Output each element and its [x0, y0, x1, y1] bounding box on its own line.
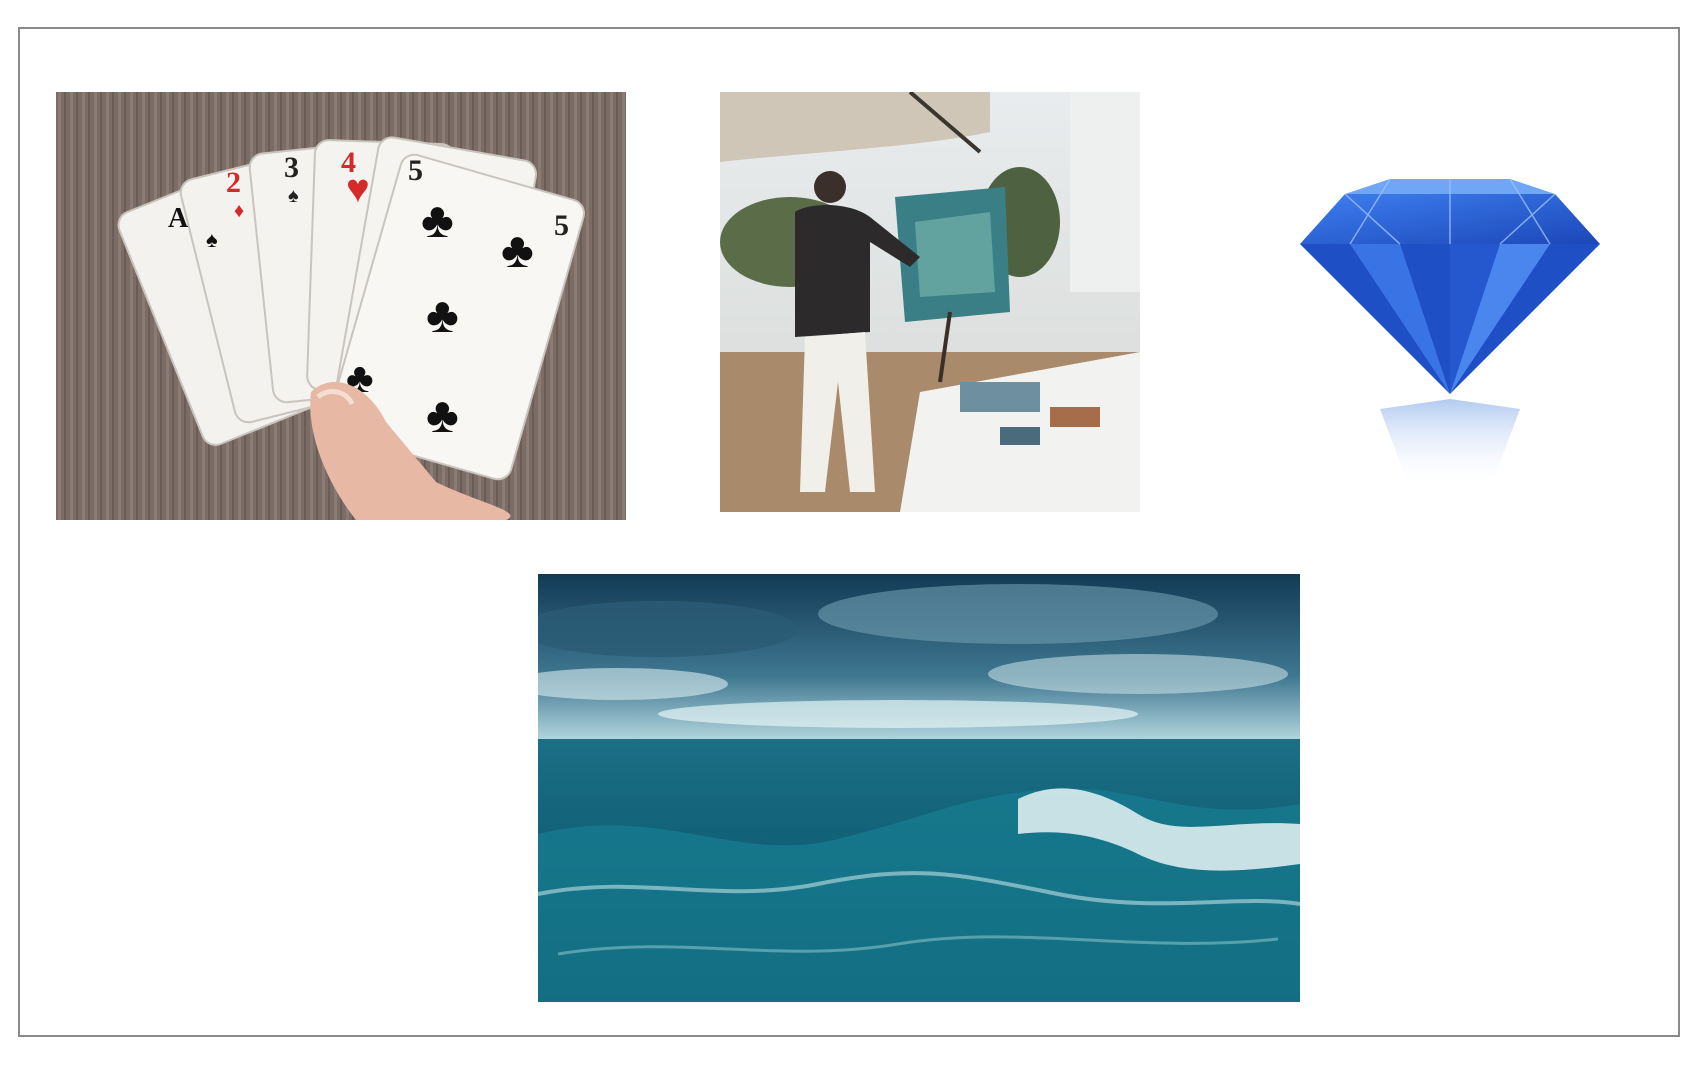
svg-text:♣: ♣	[426, 287, 459, 343]
svg-text:♣: ♣	[501, 222, 534, 278]
painter-photo	[720, 92, 1140, 512]
card-index-four: 4	[341, 146, 356, 179]
playing-cards-photo: A 2 3 4 5 5 ♠ ♦ ♠ ♥ ♣ ♣ ♣ ♣ ♣	[56, 92, 626, 520]
ocean-waves-photo	[538, 574, 1300, 1002]
svg-text:♣: ♣	[426, 387, 459, 443]
card-index-ace: A	[168, 203, 189, 234]
blue-diamond-photo	[1290, 169, 1610, 509]
card-index-three: 3	[284, 151, 299, 184]
svg-text:♠: ♠	[288, 185, 299, 207]
svg-text:♥: ♥	[346, 167, 370, 211]
image-collage-frame: A 2 3 4 5 5 ♠ ♦ ♠ ♥ ♣ ♣ ♣ ♣ ♣	[18, 27, 1680, 1037]
card-index-two: 2	[226, 166, 241, 199]
svg-text:♦: ♦	[234, 200, 244, 222]
card-index-five: 5	[408, 154, 423, 187]
svg-text:♠: ♠	[206, 227, 218, 252]
svg-text:♣: ♣	[421, 192, 454, 248]
card-index-five-b: 5	[554, 209, 569, 242]
